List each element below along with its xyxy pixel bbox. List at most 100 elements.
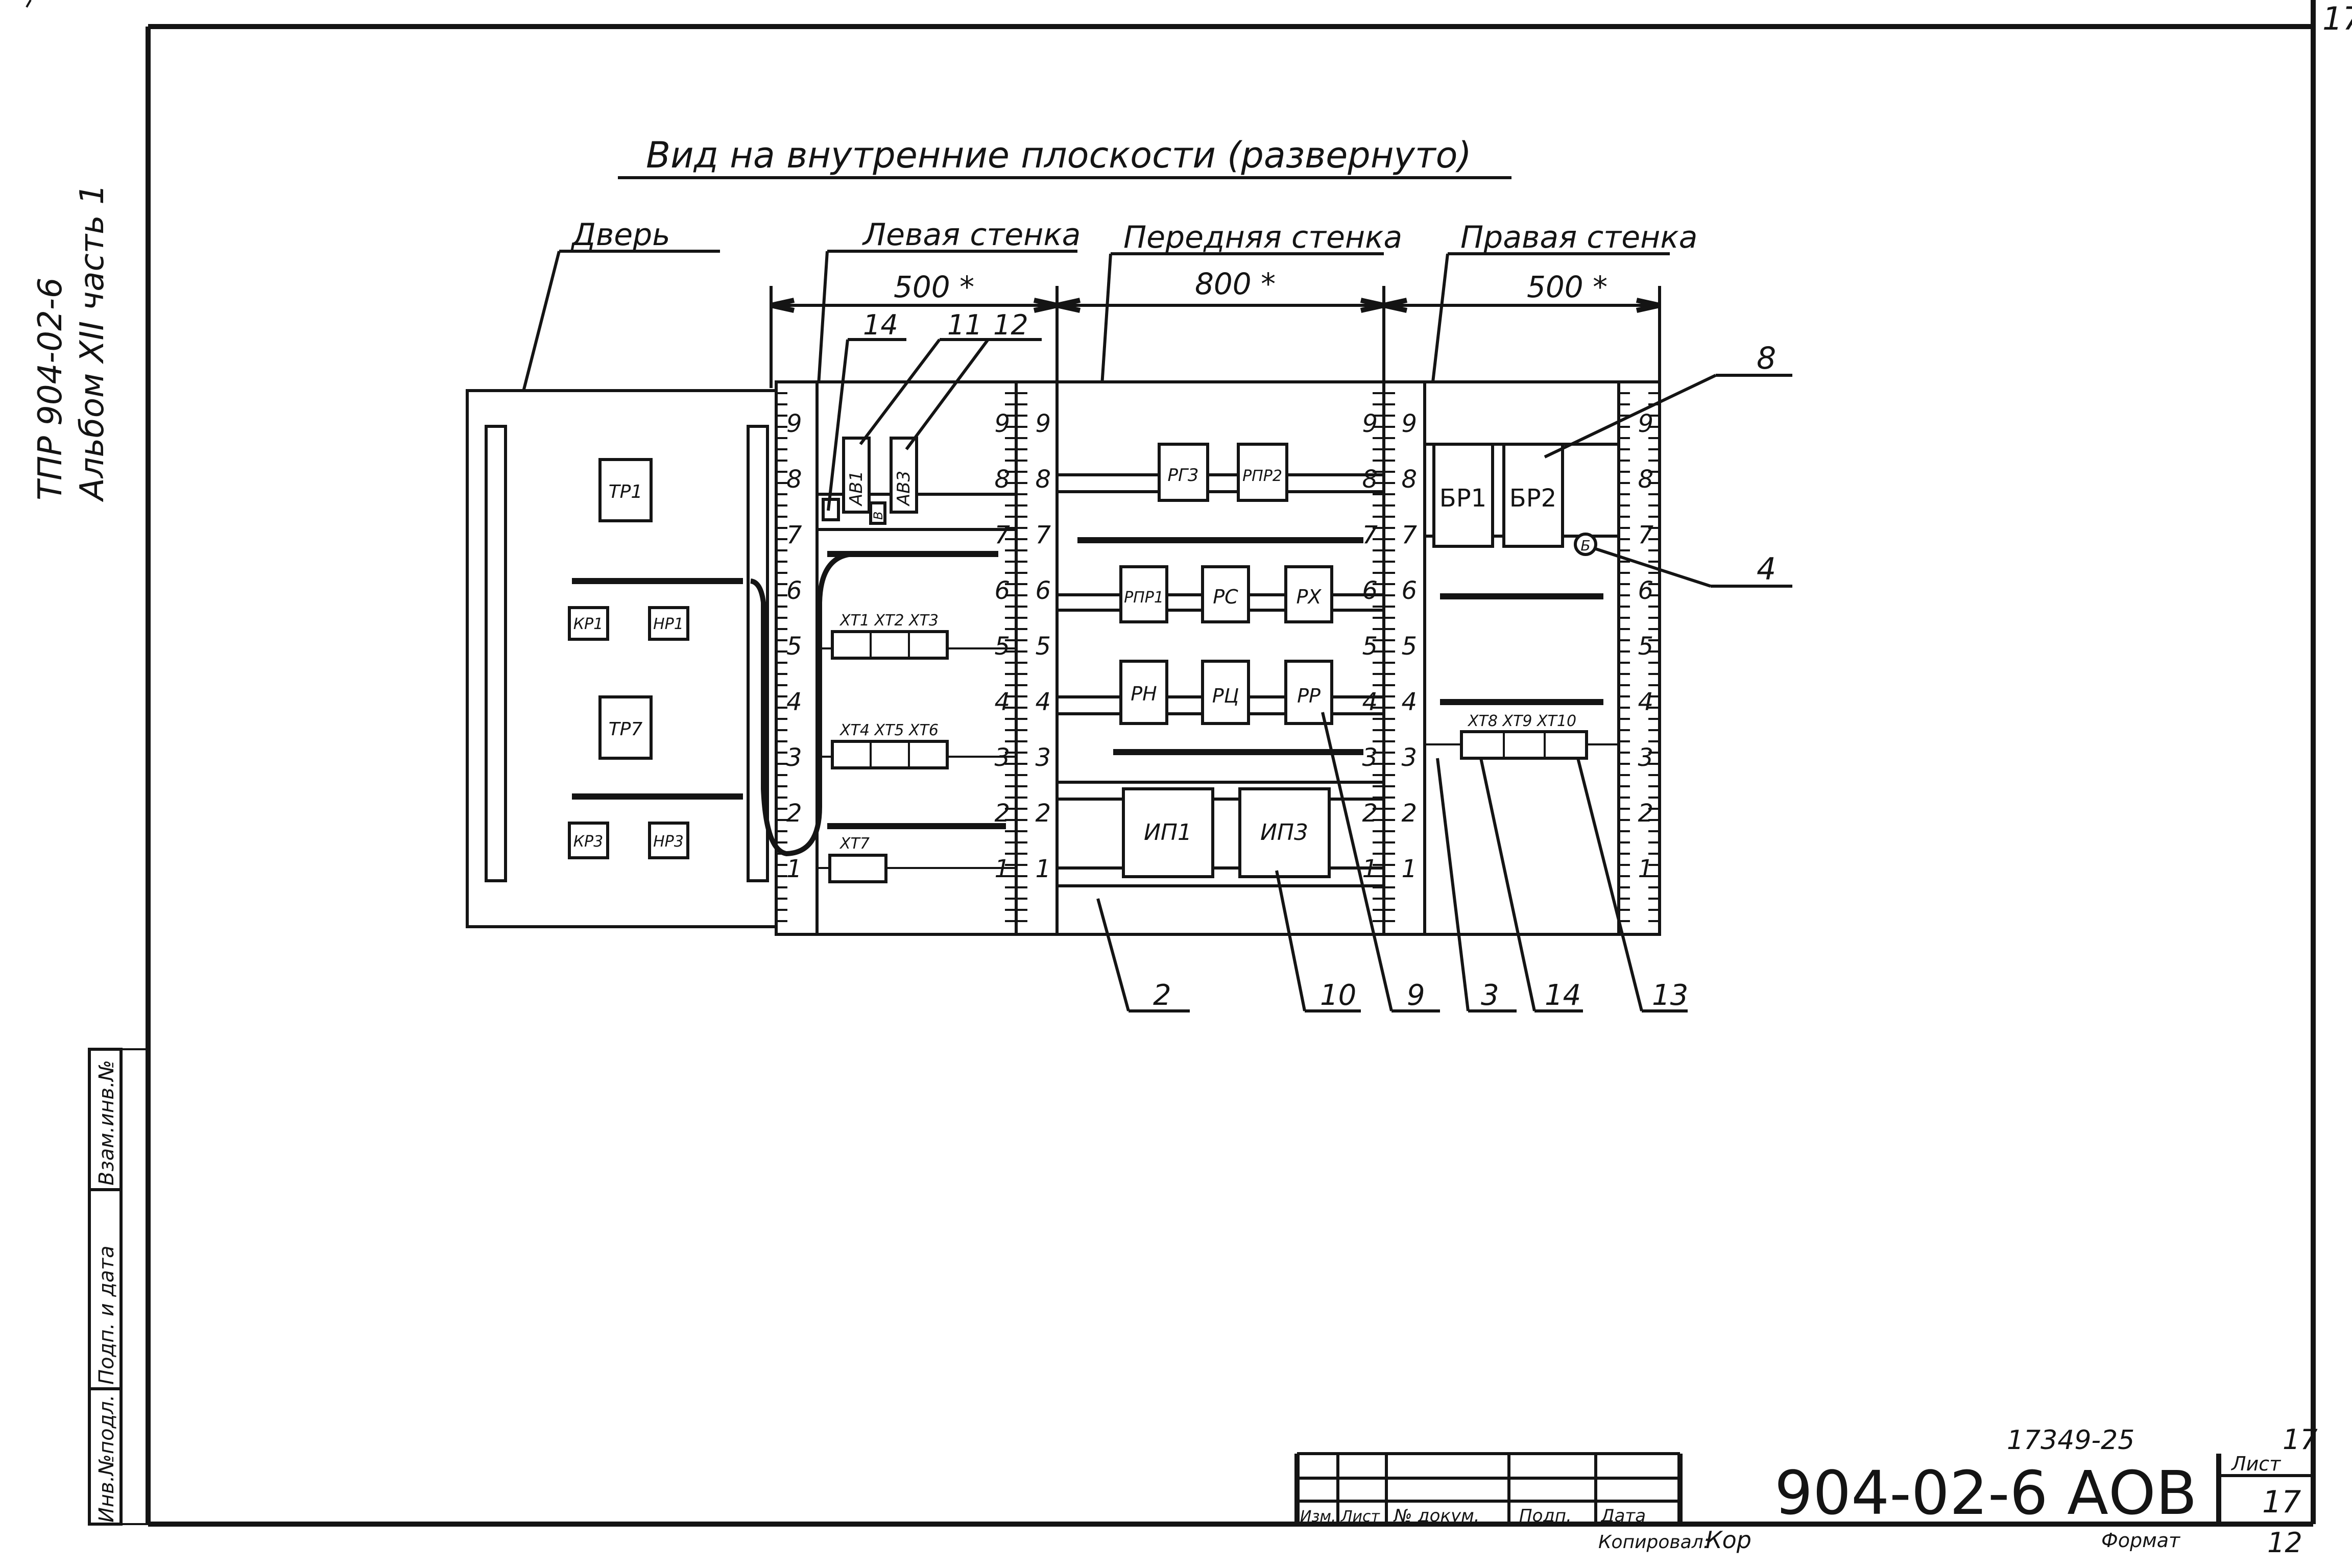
label-front-wall: Передняя стенка: [1123, 220, 1402, 255]
callout-11: 11: [947, 309, 982, 341]
terminal-xt1-xt3: ХТ1 ХТ2 ХТ3: [839, 612, 939, 630]
rail-number: 1: [1035, 855, 1051, 883]
front-device-rpr1: РПР1: [1124, 589, 1164, 607]
rail-number: 6: [1401, 576, 1417, 605]
callout-8: 8: [1757, 341, 1776, 376]
label-right-wall: Правая стенка: [1460, 220, 1697, 255]
rail-number: 3: [786, 743, 802, 772]
callout-9: 9: [1407, 979, 1425, 1012]
rail-number: 9: [1035, 409, 1051, 438]
tb-copied-label: Копировал:: [1598, 1532, 1710, 1553]
tb-doc-number: 17349-25: [2007, 1425, 2134, 1456]
right-device-br1: БР1: [1439, 484, 1486, 513]
rail-number: 7: [1638, 521, 1653, 549]
left-device-av1: АВ1: [846, 471, 867, 506]
rail-number: 3: [1362, 743, 1378, 772]
side-stamp: Инв.№подл. Подп. и дата Взам.инв.№: [88, 1048, 148, 1526]
rail-number: 9: [994, 409, 1010, 438]
door-device-tr7: ТР7: [609, 719, 643, 740]
callout-14-bottom: 14: [1545, 979, 1581, 1012]
rail-number: 3: [1638, 743, 1653, 772]
rail-number: 8: [1401, 465, 1417, 494]
label-door: Дверь: [570, 217, 670, 253]
tb-sheet-number: 17: [2262, 1484, 2301, 1520]
rail-number: 5: [1638, 632, 1653, 661]
side-caption-line1: ТПР 904-02-6: [32, 277, 69, 500]
door-panel: [466, 389, 778, 928]
tb-copied-sign: Кор: [1706, 1526, 1751, 1554]
rail-number: 2: [1401, 799, 1417, 828]
callout-12: 12: [993, 309, 1028, 341]
side-stamp-sign: Подп. и дата: [95, 1246, 118, 1385]
side-caption: ТПР 904-02-6 Альбом XII часть 1: [32, 184, 111, 502]
rail-number: 7: [1401, 521, 1417, 549]
rail-number: 6: [1638, 576, 1653, 605]
rail-number: 2: [994, 799, 1010, 828]
dim-left: 500 *: [894, 270, 974, 304]
callout-13: 13: [1652, 979, 1688, 1012]
right-device-br2: БР2: [1509, 484, 1556, 513]
rail-number: 4: [1401, 688, 1417, 716]
rail-number: 3: [1401, 743, 1417, 772]
terminal-xt4-xt6: ХТ4 ХТ5 ХТ6: [839, 721, 939, 739]
tb-sheet-label: Лист: [2230, 1453, 2282, 1475]
left-wall-devices: [817, 437, 1016, 883]
rail-number: 9: [1638, 409, 1653, 438]
rail-number: 8: [1035, 465, 1051, 494]
tb-col-izm: Изм.: [1300, 1508, 1336, 1526]
door-device-tr1: ТР1: [609, 481, 643, 502]
tb-format-value: 12: [2267, 1527, 2302, 1559]
rail-number: 2: [1035, 799, 1051, 828]
rail-ticks: [776, 392, 1660, 922]
rail-number: 6: [1362, 576, 1378, 605]
rail-number: 8: [994, 465, 1010, 494]
front-device-rc: РЦ: [1212, 685, 1239, 707]
rail-number: 7: [786, 521, 802, 549]
left-device-b: В: [871, 512, 885, 520]
rail-number: 1: [786, 855, 802, 883]
tb-col-sign: Подп.: [1519, 1506, 1572, 1526]
rail-number: 5: [1035, 632, 1051, 661]
rail-number: 5: [994, 632, 1010, 661]
rail-number: 4: [786, 688, 802, 716]
right-circle-label: Б: [1580, 537, 1590, 554]
door-device-nr3: НР3: [653, 833, 684, 851]
rail-number: 4: [1362, 688, 1378, 716]
rail-number: 1: [1638, 855, 1653, 883]
corner-sheet-number: 17: [2322, 0, 2352, 37]
tb-col-doc: № докум.: [1393, 1506, 1480, 1526]
rail-number: 5: [1362, 632, 1378, 661]
rail-number: 9: [786, 409, 802, 438]
terminal-xt8-xt10: ХТ8 ХТ9 ХТ10: [1467, 712, 1576, 730]
rail-number: 9: [1401, 409, 1417, 438]
side-stamp-inv: Инв.№подл.: [95, 1394, 118, 1523]
rail-number: 4: [994, 688, 1010, 716]
side-caption-line2: Альбом XII часть 1: [74, 184, 111, 502]
rail-number: 8: [1638, 465, 1653, 494]
front-device-rpr2: РПР2: [1242, 467, 1282, 485]
rail-number: 2: [1638, 799, 1653, 828]
rail-number: 9: [1362, 409, 1378, 438]
dimension-line: [770, 286, 1661, 388]
rail-number: 7: [994, 521, 1010, 549]
callout-14-top: 14: [863, 309, 898, 341]
door-device-kr3: КР3: [573, 833, 603, 851]
tb-designation: 904-02-6 АОВ: [1774, 1458, 2197, 1528]
tb-sheet-top: 17: [2283, 1424, 2318, 1456]
tb-format-label: Формат: [2101, 1529, 2181, 1552]
rail-number: 8: [1362, 465, 1378, 494]
door-device-kr1: КР1: [573, 615, 603, 633]
rail-number: 6: [1035, 576, 1051, 605]
dim-right: 500 *: [1527, 270, 1607, 304]
dim-front: 800 *: [1195, 267, 1276, 301]
rail-number: 6: [786, 576, 802, 605]
right-wall-devices: [1425, 443, 1619, 760]
side-stamp-replace: Взам.инв.№: [95, 1060, 118, 1186]
terminal-xt7: ХТ7: [839, 835, 870, 853]
callout-3: 3: [1481, 979, 1499, 1012]
tb-col-date: Дата: [1600, 1506, 1646, 1526]
front-device-ip1: ИП1: [1144, 819, 1192, 846]
rail-number: 4: [1638, 688, 1653, 716]
sheet-frame: [26, 0, 2316, 1527]
